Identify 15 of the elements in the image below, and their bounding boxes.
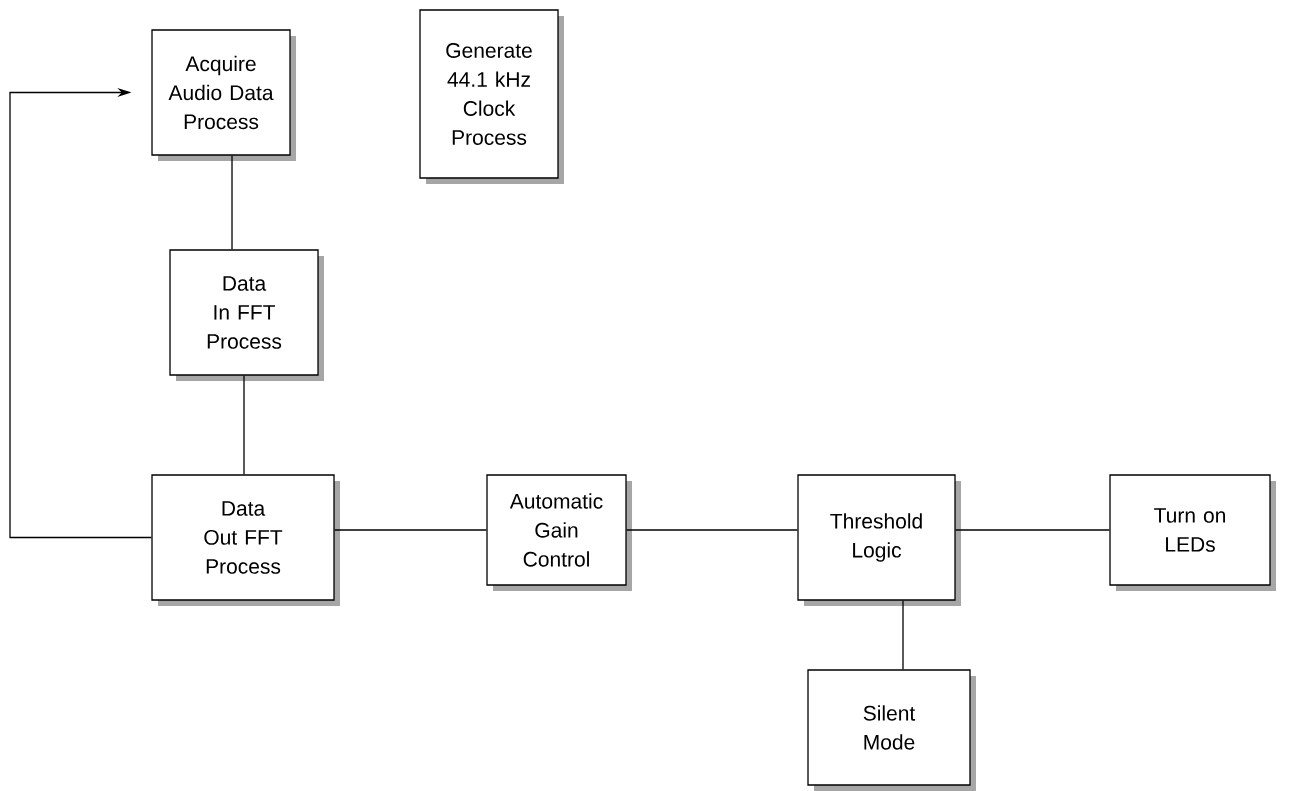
process-box: Turn on LEDs <box>1109 474 1276 591</box>
process-box: Threshold Logic <box>797 474 961 606</box>
process-box: Automatic Gain Control <box>486 474 632 591</box>
process-box: Data Out FFT Process <box>151 474 340 606</box>
process-box: Data In FFT Process <box>169 249 324 381</box>
connector-line <box>955 529 1110 531</box>
process-box: Generate 44.1 kHz Clock Process <box>419 9 564 184</box>
process-box: Acquire Audio Data Process <box>151 29 296 161</box>
arrow <box>9 87 152 539</box>
connector-line <box>902 600 904 670</box>
connector-line <box>243 375 245 475</box>
connector-line <box>334 529 487 531</box>
connector-line <box>626 529 798 531</box>
process-box: Silent Mode <box>807 669 976 791</box>
connector-line <box>231 155 233 250</box>
